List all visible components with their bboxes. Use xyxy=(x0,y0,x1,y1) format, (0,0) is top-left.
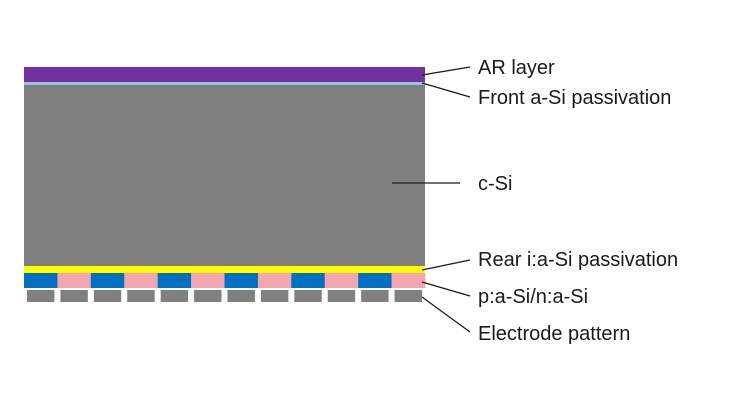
doped-layer-pattern xyxy=(24,273,426,288)
electrode-block xyxy=(294,290,322,302)
n-type-segment xyxy=(257,273,292,288)
ar-layer xyxy=(24,67,425,82)
n-type-segment xyxy=(191,273,225,288)
electrode-block xyxy=(227,290,255,302)
electrode-pattern xyxy=(27,290,422,302)
p-type-segment xyxy=(24,273,58,288)
electrode-block xyxy=(27,290,55,302)
electrode-block xyxy=(160,290,189,302)
rear-passivation-label: Rear i:a-Si passivation xyxy=(478,249,678,271)
n-type-segment xyxy=(124,273,159,288)
electrode-block xyxy=(93,290,122,302)
front-passivation-leader-line xyxy=(421,82,471,98)
rear-passivation-layer xyxy=(24,266,425,273)
c-si-substrate xyxy=(24,85,425,266)
electrode-leader-line xyxy=(421,296,471,333)
doped-layers-leader-line xyxy=(421,281,471,297)
ar-layer-leader-line xyxy=(421,66,471,76)
p-type-segment xyxy=(291,273,326,288)
rear-passivation-leader-line xyxy=(421,259,471,271)
electrode-pattern-label: Electrode pattern xyxy=(478,323,630,345)
electrode-block xyxy=(194,290,222,302)
c-si-label: c-Si xyxy=(478,173,512,195)
electrode-block xyxy=(361,290,389,302)
n-type-segment xyxy=(57,273,92,288)
ar-layer-label: AR layer xyxy=(478,57,555,79)
p-type-segment xyxy=(157,273,192,288)
p-type-segment xyxy=(358,273,392,288)
n-type-segment xyxy=(324,273,359,288)
p-type-segment xyxy=(90,273,125,288)
electrode-block xyxy=(127,290,155,302)
electrode-block xyxy=(394,290,422,302)
electrode-block xyxy=(327,290,356,302)
electrode-block xyxy=(60,290,88,302)
front-passivation-layer xyxy=(24,82,425,85)
front-passivation-label: Front a-Si passivation xyxy=(478,87,671,109)
p-type-segment xyxy=(224,273,259,288)
n-type-segment xyxy=(391,273,426,288)
doped-layers-label: p:a-Si/n:a-Si xyxy=(478,286,588,308)
electrode-block xyxy=(260,290,289,302)
